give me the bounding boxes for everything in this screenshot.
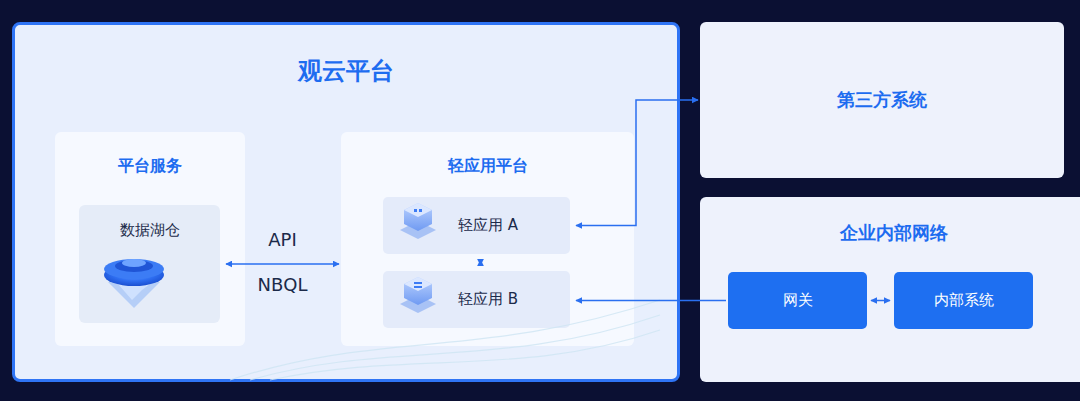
node-label: 轻应用 A (458, 216, 518, 235)
box: 第三方系统 (700, 22, 1064, 178)
box: 平台服务数据湖仓 (55, 132, 245, 346)
protocol-label: NBQL (257, 274, 307, 295)
connector (226, 263, 339, 265)
box: 观云平台平台服务数据湖仓 轻应用平台轻应用 A 轻应用 B (12, 22, 680, 382)
box: 数据湖仓 (79, 205, 220, 323)
node-label: 观云平台 (15, 55, 677, 87)
connector (871, 300, 890, 302)
box: 轻应用 A (383, 197, 570, 254)
node-label: 平台服务 (55, 156, 245, 177)
wave-decoration (230, 300, 660, 380)
node-label: 网关 (783, 291, 813, 310)
node-label: 内部系统 (934, 291, 994, 310)
connector (480, 260, 482, 265)
node-label: 轻应用平台 (341, 156, 634, 177)
connector (576, 300, 726, 302)
node-label: 数据湖仓 (79, 221, 220, 240)
data-lake-icon (104, 259, 164, 308)
node-label: 轻应用 B (458, 290, 518, 309)
node-label: 企业内部网络 (700, 221, 1080, 245)
app-icon (400, 277, 436, 313)
app-icon (400, 203, 436, 239)
box: 轻应用 B (383, 271, 570, 328)
node-label: 第三方系统 (837, 88, 927, 112)
connector (576, 100, 698, 226)
box: 轻应用平台轻应用 A 轻应用 B (341, 132, 634, 346)
edge-label: API (268, 229, 296, 250)
box: 网关 (728, 272, 867, 329)
box: 企业内部网络网关 内部系统 (700, 197, 1080, 382)
box: 内部系统 (894, 272, 1033, 329)
